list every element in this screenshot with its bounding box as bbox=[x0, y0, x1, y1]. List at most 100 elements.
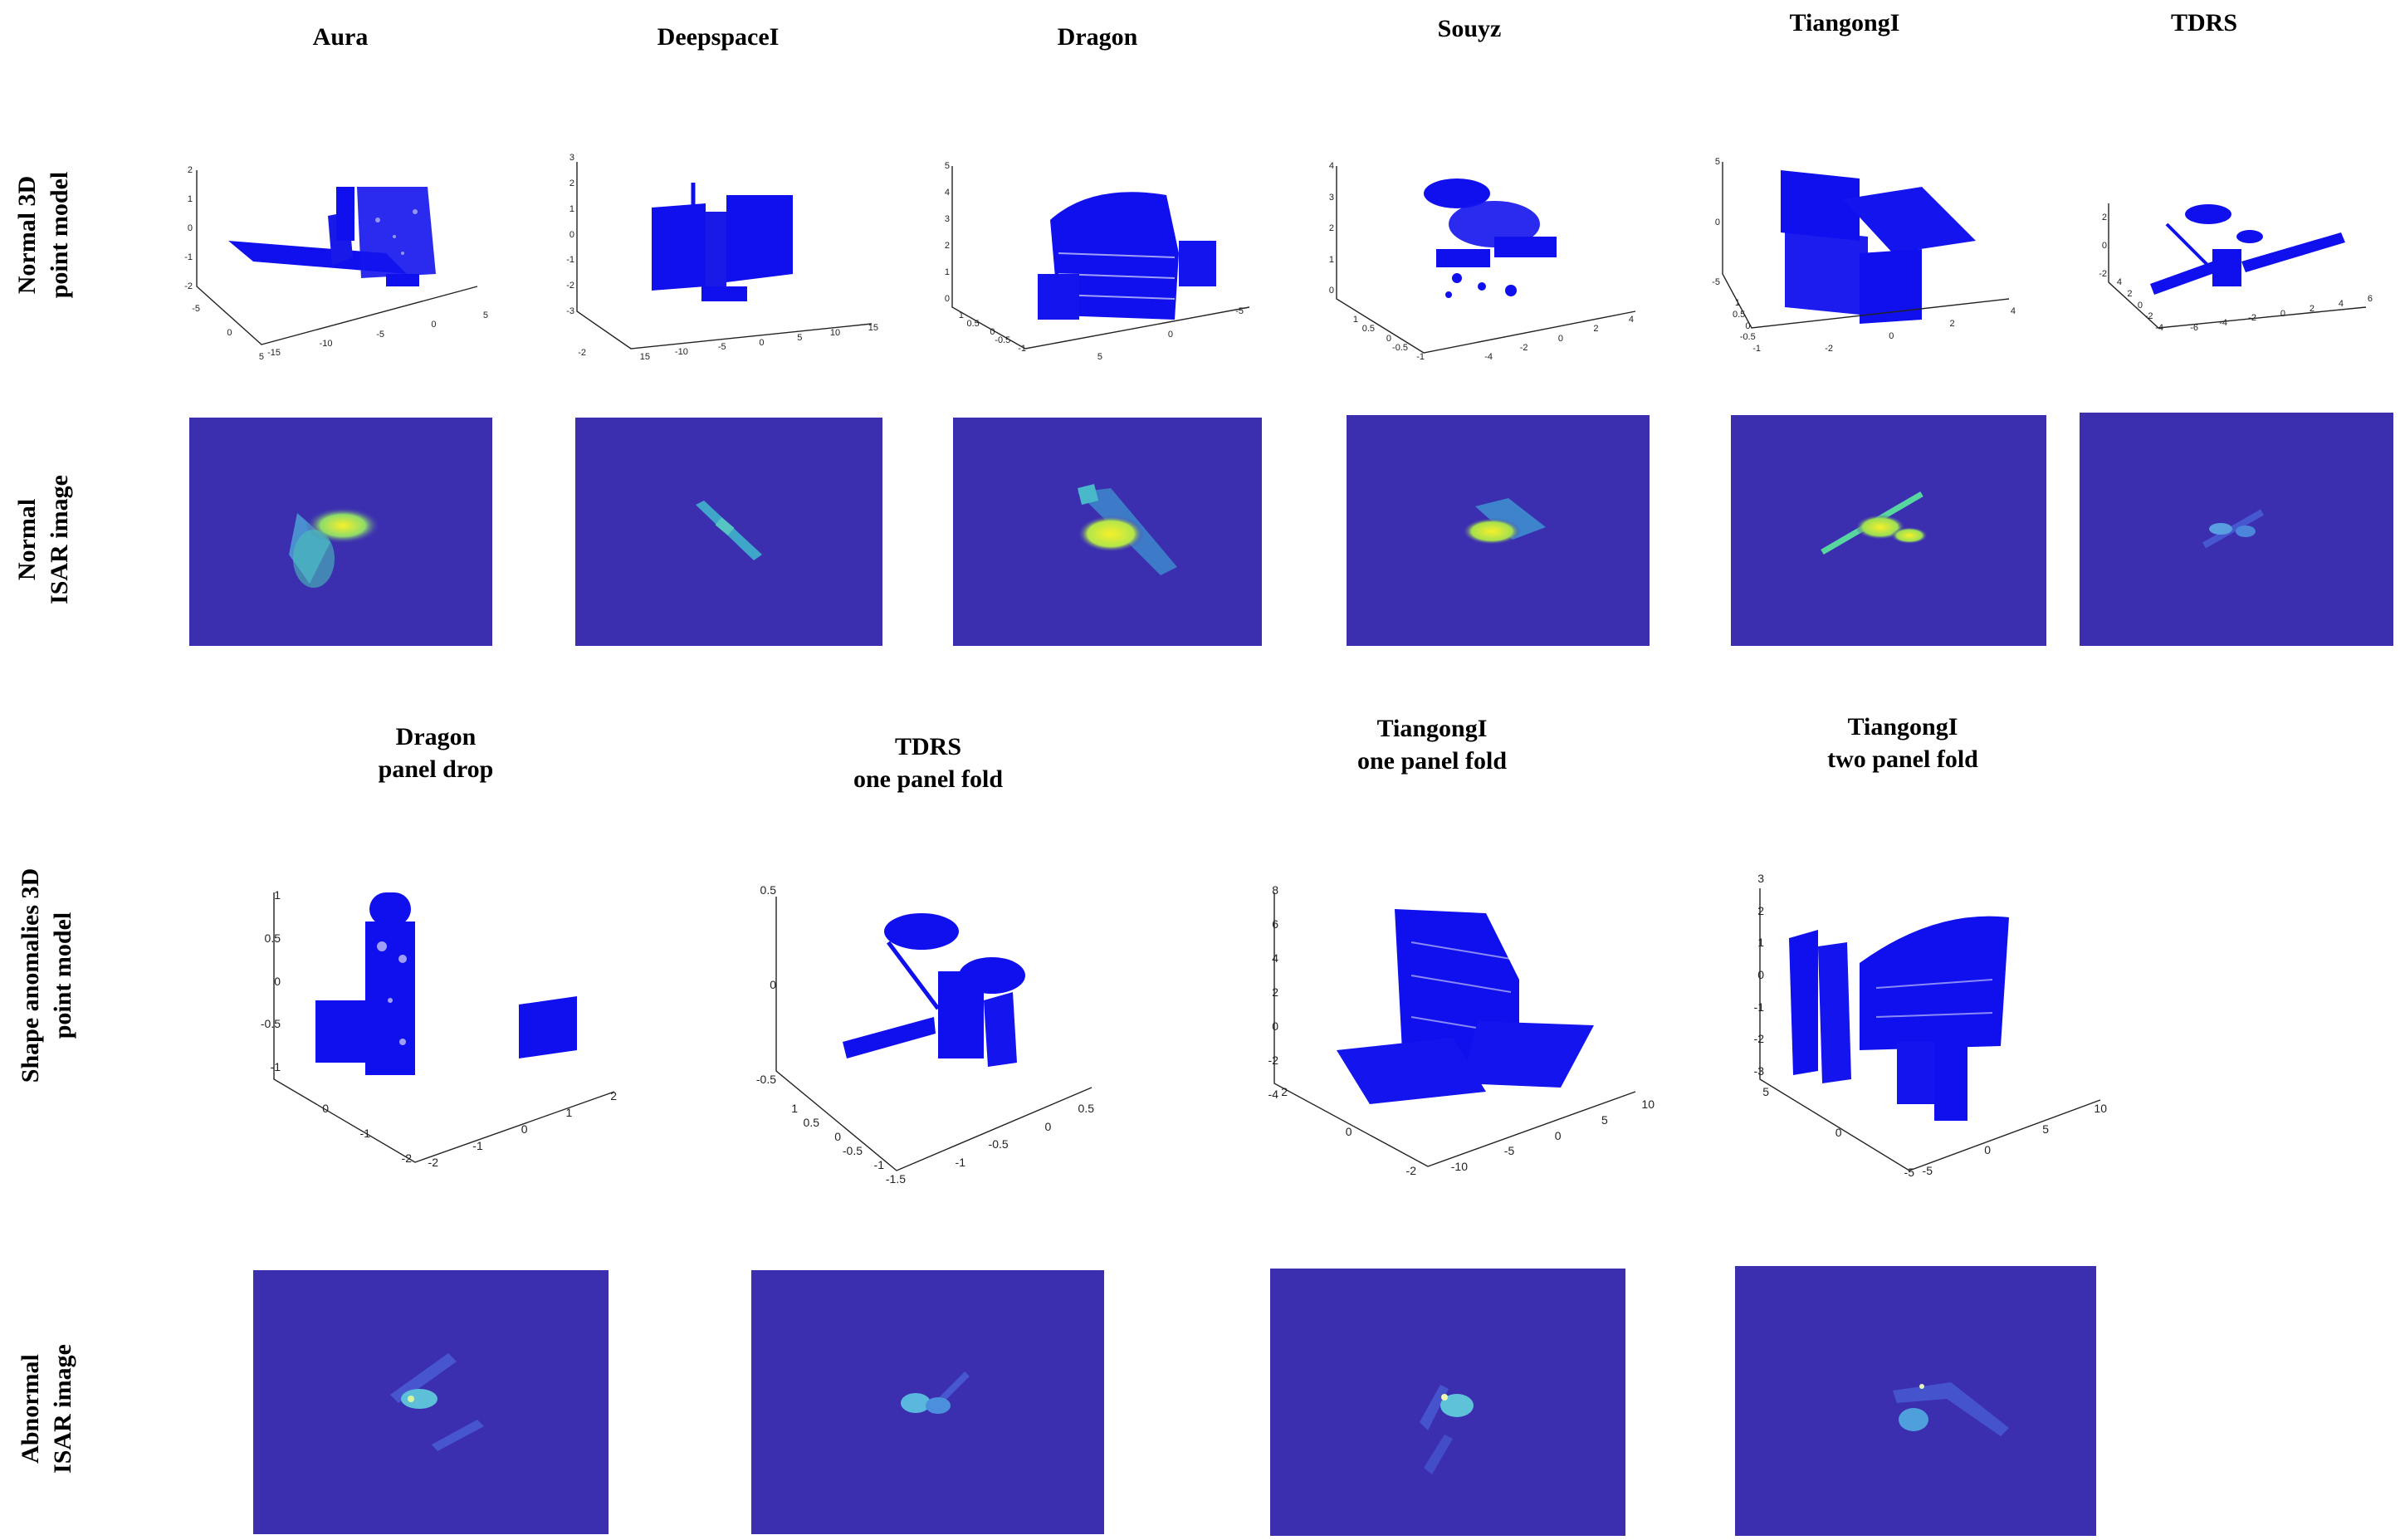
tick-label-b: -5 bbox=[376, 329, 384, 340]
isar-normal-tiangong bbox=[1731, 415, 2046, 646]
tick-label-a: -2 bbox=[401, 1151, 412, 1165]
tick-label-a: -2 bbox=[1405, 1164, 1416, 1177]
plot-dragon-panel-drop-3d bbox=[249, 876, 631, 1175]
tick-label-z: 3 bbox=[1757, 872, 1764, 885]
tick-label-a: -2 bbox=[578, 348, 586, 358]
tick-label-z: 1 bbox=[944, 267, 950, 277]
isar-signature-tiangong-two-panel-fold bbox=[1893, 1382, 2009, 1436]
tick-label-z: -2 bbox=[566, 281, 574, 291]
plot-tiangong-one-panel-fold-3d bbox=[1245, 876, 1652, 1179]
tick-label-z: -1 bbox=[270, 1060, 281, 1073]
tick-label-b: -1 bbox=[472, 1139, 483, 1152]
tick-label-a: 1 bbox=[1352, 315, 1358, 325]
tick-label-b: 0 bbox=[2280, 308, 2285, 319]
tick-label-b: -5 bbox=[717, 342, 726, 353]
tick-label-b: -5 bbox=[1922, 1164, 1933, 1177]
tick-label-b: 5 bbox=[2042, 1122, 2049, 1136]
tick-label-b: 15 bbox=[639, 352, 650, 362]
tick-label-b: 0 bbox=[1167, 329, 1173, 340]
tick-label-z: -1 bbox=[566, 255, 574, 266]
tick-label-b: 0 bbox=[1889, 331, 1894, 341]
isar-signature-dragon bbox=[1078, 484, 1177, 575]
tick-label-a: 0.5 bbox=[1732, 309, 1746, 320]
tick-label-b: 0 bbox=[759, 337, 765, 348]
tick-label-z: -2 bbox=[184, 281, 193, 291]
tick-label-b: 10 bbox=[829, 327, 841, 338]
tick-label-z: 0 bbox=[569, 229, 574, 240]
tick-label-b: -10 bbox=[1450, 1160, 1468, 1173]
tick-label-a: 0 bbox=[2137, 300, 2143, 310]
tick-label-a: -1 bbox=[1752, 344, 1761, 354]
tick-label-z: 2 bbox=[1757, 903, 1764, 917]
tick-label-z: 5 bbox=[944, 161, 950, 171]
tick-label-z: 4 bbox=[944, 188, 950, 198]
title-dragon-panel-drop: Dragon panel drop bbox=[378, 723, 494, 783]
tick-label-z: -5 bbox=[1712, 277, 1720, 287]
point-cloud-tdrs bbox=[2108, 203, 2367, 329]
isar-signature-tiangong bbox=[1821, 491, 1928, 555]
tick-label-b: 2 bbox=[2309, 303, 2314, 314]
tick-label-a: 2 bbox=[2127, 288, 2133, 299]
tick-label-a: 0 bbox=[1745, 320, 1751, 331]
tick-label-a: -1.5 bbox=[885, 1172, 906, 1186]
tick-label-z: 0.5 bbox=[264, 931, 281, 945]
isar-normal-tdrs bbox=[2080, 413, 2393, 646]
isar-abnormal-dragon bbox=[253, 1270, 609, 1534]
tick-label-b: 5 bbox=[482, 310, 488, 320]
isar-signature-aura bbox=[289, 507, 380, 588]
title-tdrs-one-panel-fold: TDRS one panel fold bbox=[853, 733, 1004, 793]
title-dragon: Dragon bbox=[1057, 23, 1138, 51]
tick-label-z: 8 bbox=[1272, 883, 1278, 897]
row-label-normal-isar: Normal ISAR image bbox=[13, 475, 73, 604]
title-deepspace: DeepspaceI bbox=[657, 23, 780, 51]
tick-label-b: -4 bbox=[1484, 352, 1493, 362]
row-label-abnormal-isar: Abnormal ISAR image bbox=[17, 1344, 76, 1474]
tick-label-z: -2 bbox=[2099, 269, 2107, 279]
tick-label-b: 0 bbox=[1554, 1128, 1562, 1142]
tick-label-b: 0 bbox=[1984, 1143, 1991, 1156]
tick-label-z: 5 bbox=[1714, 157, 1720, 167]
tick-label-z: 3 bbox=[944, 214, 950, 224]
tick-label-b: 2 bbox=[1949, 319, 1955, 329]
row-label-anomaly-model: Shape anomalies 3D point model bbox=[17, 868, 76, 1083]
tick-label-z: -4 bbox=[1268, 1088, 1278, 1101]
point-cloud-dragon bbox=[951, 166, 1250, 350]
tick-label-z: -3 bbox=[1753, 1064, 1764, 1078]
tick-label-a: -1 bbox=[873, 1158, 884, 1171]
tick-label-a: 0.5 bbox=[1361, 324, 1375, 335]
tick-label-z: 2 bbox=[944, 241, 950, 251]
tick-label-b: 6 bbox=[2367, 294, 2373, 304]
tick-label-a: 4 bbox=[2116, 277, 2122, 287]
tick-label-z: 4 bbox=[1272, 951, 1278, 965]
isar-abnormal-tiangong-two bbox=[1735, 1266, 2096, 1536]
isar-signature-souyz bbox=[1463, 498, 1546, 545]
tick-label-z: 0 bbox=[2101, 241, 2107, 251]
tick-label-z: 2 bbox=[1272, 985, 1278, 999]
tick-label-z: 0 bbox=[1328, 286, 1334, 296]
tick-label-z: 0.5 bbox=[760, 883, 776, 897]
tick-label-z: 2 bbox=[2101, 213, 2107, 222]
isar-abnormal-tdrs bbox=[751, 1270, 1104, 1534]
tick-label-b: 15 bbox=[868, 323, 878, 333]
tick-label-z: -0.5 bbox=[755, 1073, 776, 1086]
tick-label-b: -2 bbox=[1519, 342, 1528, 353]
tick-label-a: 2 bbox=[1281, 1085, 1288, 1098]
tick-label-a: -1 bbox=[1018, 344, 1026, 354]
tick-label-z: 0 bbox=[187, 223, 193, 233]
tick-label-a: -0.5 bbox=[1739, 332, 1756, 343]
tick-label-b: 10 bbox=[2094, 1102, 2107, 1115]
tick-label-z: 1 bbox=[569, 203, 574, 214]
tick-label-b: -10 bbox=[319, 338, 333, 349]
tick-label-z: 2 bbox=[187, 165, 193, 175]
tick-label-a: 0 bbox=[322, 1102, 329, 1115]
tick-label-z: 0 bbox=[1714, 217, 1720, 227]
tick-label-b: 0 bbox=[1044, 1119, 1052, 1133]
tick-label-z: -1 bbox=[1753, 1000, 1764, 1014]
title-tiangong: TiangongI bbox=[1789, 9, 1900, 37]
isar-signature-deepspace bbox=[696, 501, 762, 560]
tick-label-a: 0 bbox=[227, 328, 232, 338]
point-cloud-tdrs-one-panel-fold bbox=[775, 897, 1092, 1171]
isar-signature-tdrs bbox=[2202, 509, 2264, 549]
tick-label-b: 2 bbox=[1593, 324, 1599, 335]
tick-label-b: -10 bbox=[674, 347, 688, 358]
